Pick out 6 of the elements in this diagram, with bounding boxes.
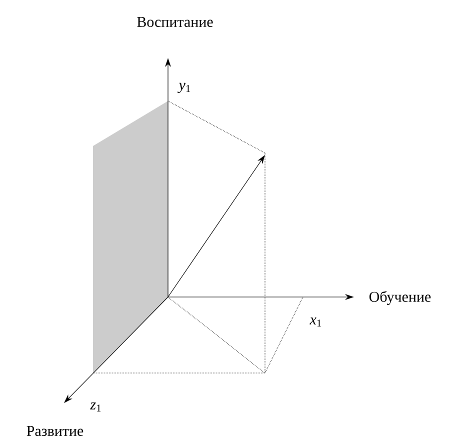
axis-variable: z$_{1}$ <box>90 402 101 412</box>
axis-label: Обучение <box>369 291 431 305</box>
axis-variable: x$_{1}$ <box>310 317 322 327</box>
axis-variable: y$_{1}$ <box>178 82 190 94</box>
axis-label: Воспитание <box>137 17 213 27</box>
axis-label: Развитие <box>26 426 84 436</box>
